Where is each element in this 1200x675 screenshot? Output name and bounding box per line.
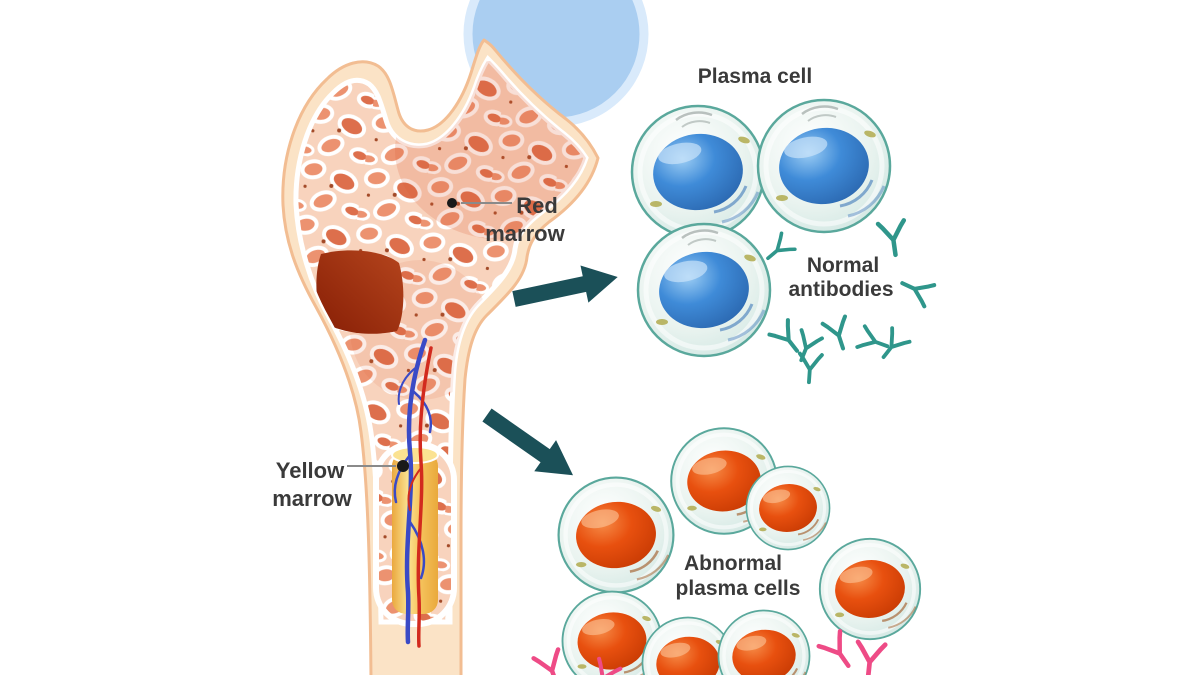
yellow-marrow-label-line1: Yellow xyxy=(276,458,345,483)
abnormal-plasma-cells-label-line2: plasma cells xyxy=(676,577,801,600)
normal-antibodies-label-line2: antibodies xyxy=(788,278,893,301)
yellow-marrow-top xyxy=(391,446,439,464)
arrow-to-abnormal-cells xyxy=(482,408,574,476)
bone-lesion xyxy=(316,250,404,334)
normal-antibodies-label-line1: Normal xyxy=(807,254,879,277)
abnormal-plasma-cell xyxy=(817,536,923,642)
blood-vessels xyxy=(393,337,433,648)
yellow-marrow-cylinder xyxy=(392,452,438,614)
arrow-to-normal-cells xyxy=(512,265,618,307)
red-marrow-label-line1: Red xyxy=(516,193,558,218)
normal-antibodies-group xyxy=(759,220,934,385)
abnormal-plasma-cell xyxy=(716,608,812,675)
yellow-marrow-label-line2: marrow xyxy=(272,486,352,511)
abnormal-plasma-cell xyxy=(559,478,674,593)
abnormal-plasma-cell xyxy=(744,464,832,552)
plasma-cell xyxy=(758,100,890,232)
red-marrow-pointer xyxy=(447,198,512,208)
plasma-cell-label: Plasma cell xyxy=(698,65,812,88)
plasma-cell xyxy=(632,106,764,238)
plasma-cell xyxy=(638,224,770,356)
abnormal-plasma-cells-label-line1: Abnormal xyxy=(684,552,782,575)
yellow-marrow-pointer xyxy=(347,460,409,472)
red-marrow-label-line2: marrow xyxy=(485,221,565,246)
